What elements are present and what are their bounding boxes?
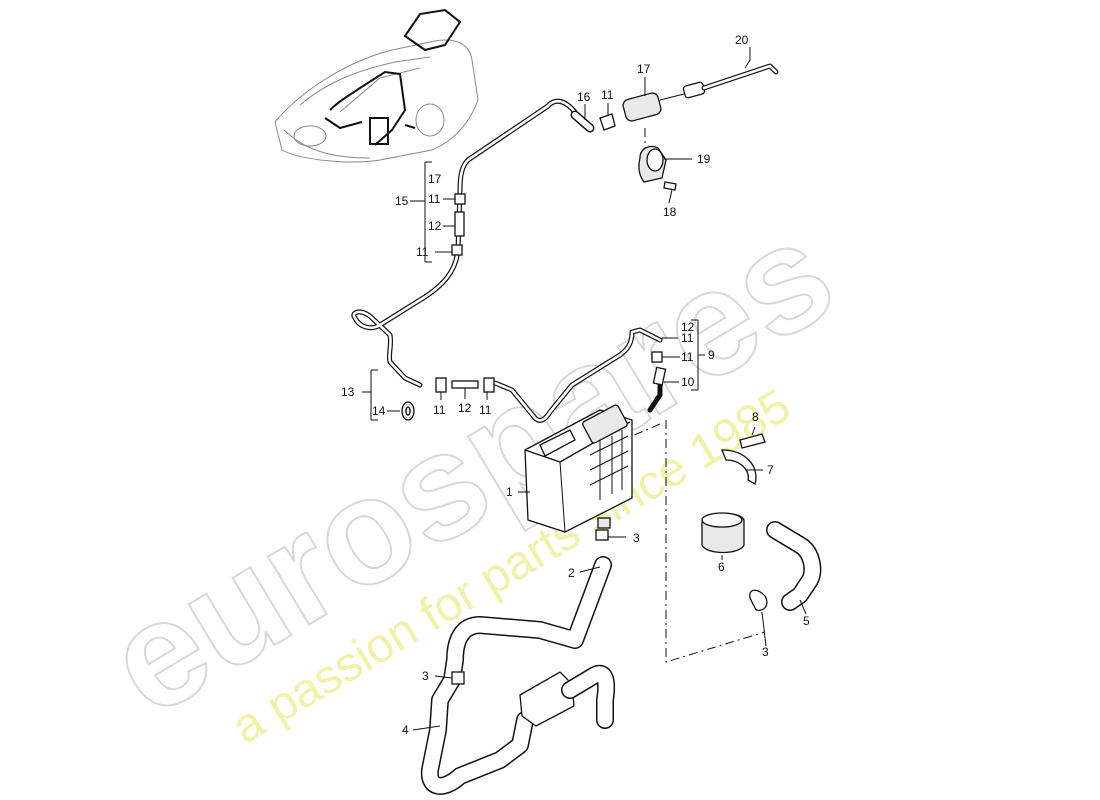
callout-20: 20 [735,33,749,47]
callout-17: 17 [637,62,651,76]
mounting-centerline [665,420,766,663]
callout-11: 11 [681,350,694,364]
hose-10 [652,366,667,386]
fuel-pump-assembly [570,63,779,191]
callout-14: 14 [372,404,386,418]
circulation-pump [701,433,766,554]
callout-3: 3 [633,531,640,545]
watermark: eurospares a passion for parts since 198… [79,186,861,755]
bracket-7 [721,449,757,485]
hose-clamp-3-top [595,529,609,541]
callout-9: 9 [708,348,715,362]
bracket-11-top [599,113,616,131]
callout-4: 4 [402,723,409,737]
callout-10: 10 [681,375,695,389]
callout-11: 11 [433,403,446,417]
coolant-hose [749,521,822,611]
callout-labels: 1 2 3 3 3 4 5 6 7 8 9 10 11 11 11 11 11 … [341,33,810,737]
callout-19: 19 [697,152,711,166]
connector-11-upper [454,193,466,205]
upper-line-fittings [451,193,466,256]
leader-lines [362,47,807,731]
callout-13: 13 [341,385,355,399]
metering-pump-17 [622,92,662,122]
fuel-line-upper [351,98,578,388]
callout-12: 12 [428,219,442,233]
callout-12: 12 [681,320,695,334]
callout-18: 18 [663,205,677,219]
hose-clamp-3-right [749,589,768,611]
connector-11-right [483,377,495,393]
callout-17: 17 [428,172,442,186]
callout-8: 8 [752,410,759,424]
callout-2: 2 [568,566,575,580]
callout-7: 7 [767,463,774,477]
callout-16: 16 [577,90,591,104]
callout-11: 11 [428,192,441,206]
connector-11-left [435,377,447,393]
watermark-brand: eurospares [80,187,860,748]
callout-1: 1 [506,485,513,499]
hose-12-lower [451,380,479,389]
callout-12: 12 [458,401,472,415]
hose-clamp-3-bottom [451,671,465,685]
heater-outlet [597,517,611,529]
connector-11-mid [451,244,463,256]
callout-5: 5 [803,614,810,628]
muffler [519,671,575,727]
callout-11: 11 [479,403,492,417]
connector-11-riser [651,351,663,363]
callout-6: 6 [718,560,725,574]
hose-12-upper [454,211,465,237]
callout-11: 11 [681,331,694,345]
auxiliary-heater [524,404,633,533]
callout-3: 3 [762,645,769,659]
exhaust-hose-system [420,529,616,795]
vehicle-overview-illustration [274,8,479,163]
screw-18 [663,181,677,191]
screw-8 [739,433,766,449]
callout-3: 3 [422,669,429,683]
callout-11: 11 [416,245,429,259]
callout-11: 11 [601,88,614,102]
callout-15: 15 [395,194,409,208]
